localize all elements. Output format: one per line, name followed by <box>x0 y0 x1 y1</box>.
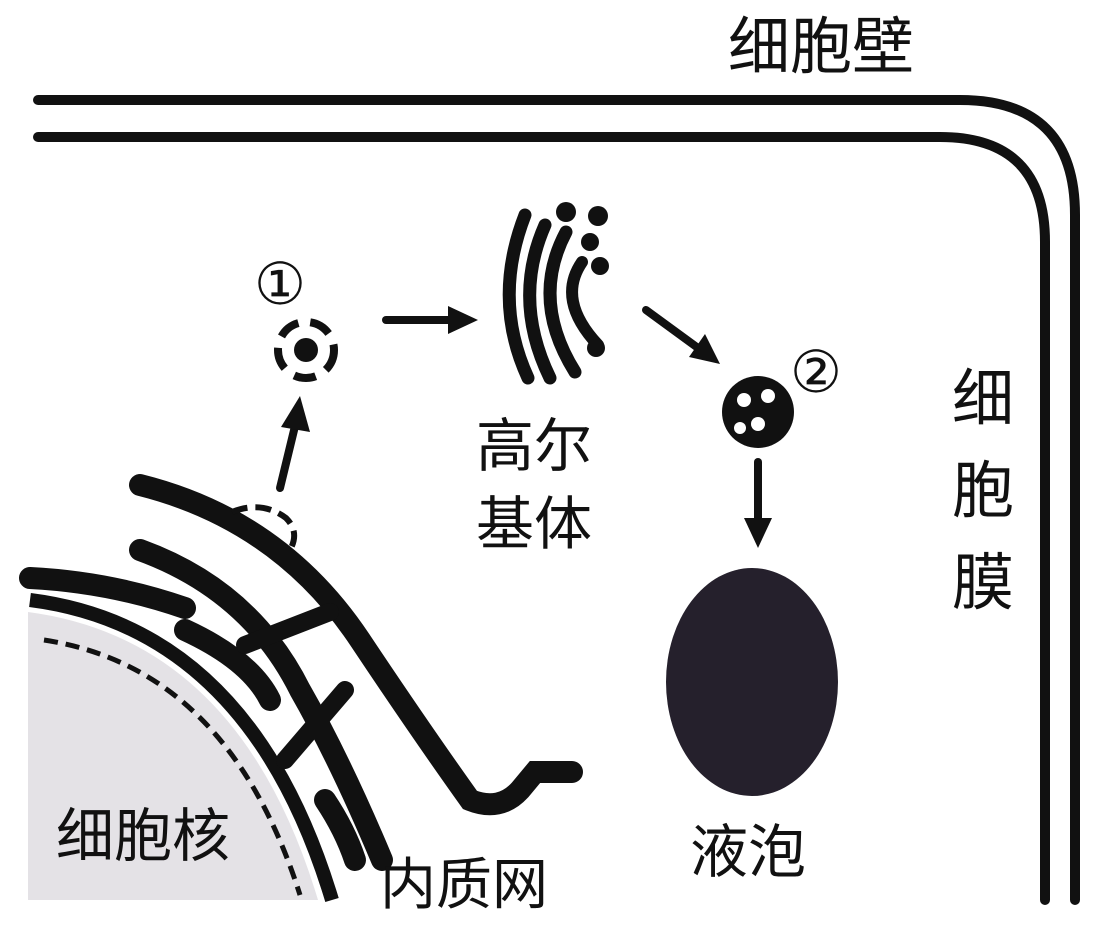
arrow-vesicle-2-to-vacuole <box>744 458 772 548</box>
er-label: 内质网 <box>380 853 548 918</box>
endoplasmic-reticulum <box>19 474 583 871</box>
arrow-vesicle-1-to-golgi <box>382 306 478 334</box>
cell-membrane-char-2: 胞 <box>952 454 1014 527</box>
cell-membrane-char-1: 细 <box>952 362 1014 435</box>
cell-membrane <box>33 132 1050 905</box>
cell-membrane-label: 细 胞 膜 <box>952 362 1014 619</box>
arrow-er-to-vesicle-1 <box>276 396 310 492</box>
golgi-apparatus <box>502 202 609 385</box>
vacuole <box>666 568 838 796</box>
golgi-label-line-2: 基体 <box>476 490 592 558</box>
marker-2: ② <box>790 338 842 406</box>
cell-wall <box>33 95 1080 905</box>
nucleus <box>28 593 339 903</box>
er-budding-vesicle <box>230 504 298 552</box>
cell-wall-label: 细胞壁 <box>728 10 914 83</box>
nucleus-label: 细胞核 <box>56 802 230 870</box>
golgi-label: 高尔 基体 <box>476 412 592 558</box>
vesicle-2 <box>722 376 794 448</box>
cell-membrane-char-3: 膜 <box>952 546 1014 619</box>
arrow-golgi-to-vesicle-2 <box>642 306 720 364</box>
golgi-label-line-1: 高尔 <box>476 412 592 480</box>
vacuole-label: 液泡 <box>690 818 806 886</box>
marker-1: ① <box>254 250 306 318</box>
vesicle-1 <box>274 318 338 382</box>
